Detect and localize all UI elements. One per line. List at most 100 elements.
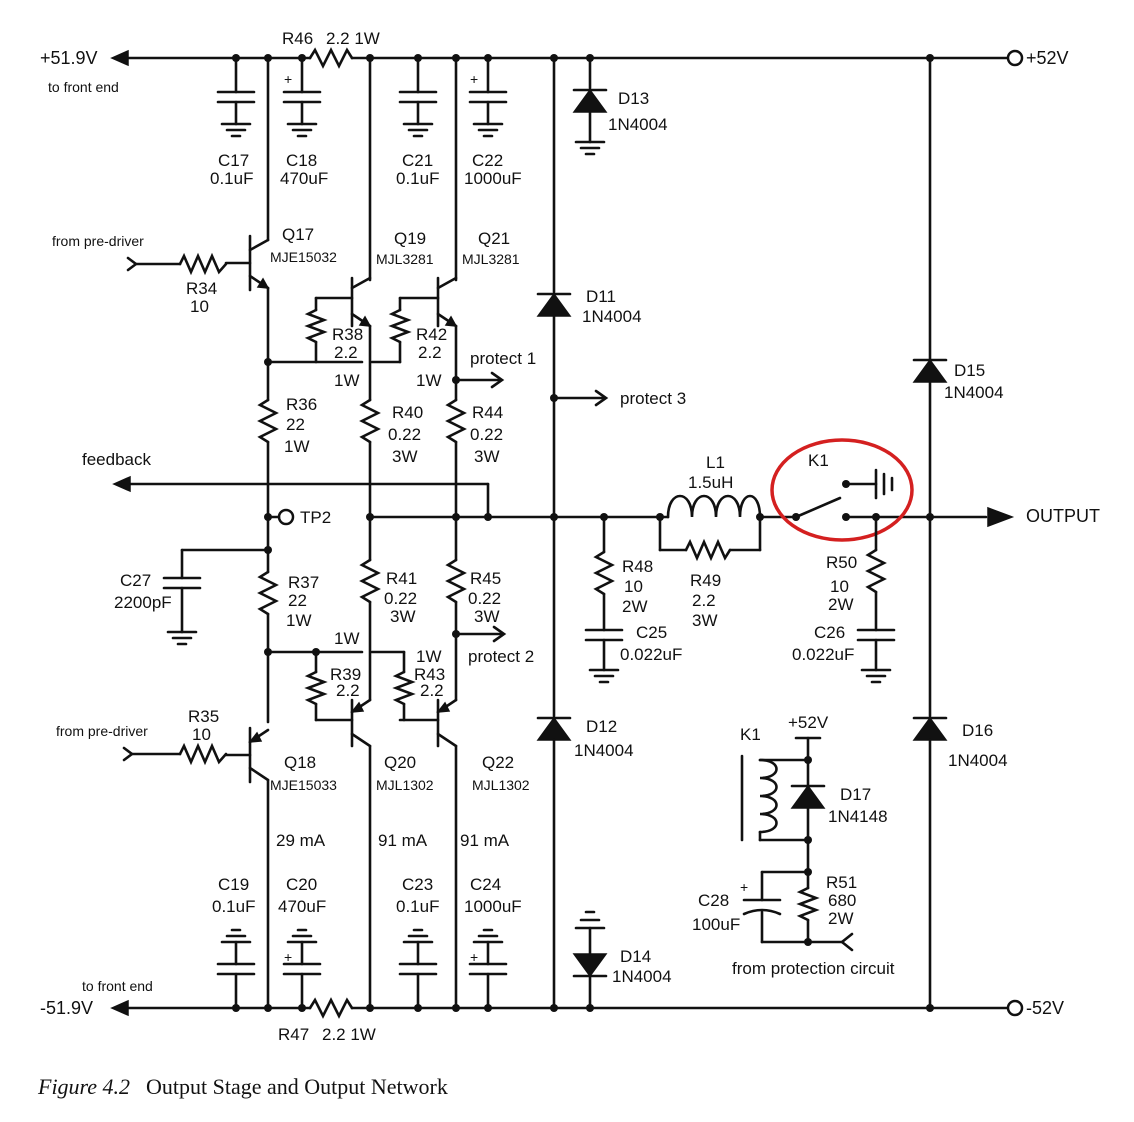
- c18-label: C18: [286, 151, 317, 170]
- figure-number: Figure 4.2: [37, 1074, 130, 1099]
- figure-title: Output Stage and Output Network: [146, 1074, 448, 1099]
- q22-label: Q22: [482, 753, 514, 772]
- r42-power: 1W: [416, 371, 442, 390]
- c22-label: C22: [472, 151, 503, 170]
- r35-label: R35: [188, 707, 219, 726]
- d15-label: D15: [954, 361, 985, 380]
- bottom-decoupling: + +: [216, 928, 508, 1012]
- c20-value: 470uF: [278, 897, 326, 916]
- neg-rail-left-label: -51.9V: [40, 998, 93, 1018]
- r41-power: 3W: [390, 607, 416, 626]
- r45-label: R45: [470, 569, 501, 588]
- r43-power: 1W: [416, 647, 442, 666]
- q22-part: MJL1302: [472, 777, 530, 793]
- d15-value: 1N4004: [944, 383, 1004, 402]
- svg-text:+: +: [470, 71, 478, 87]
- c24-value: 1000uF: [464, 897, 522, 916]
- svg-text:+: +: [284, 949, 292, 965]
- c24-label: C24: [470, 875, 501, 894]
- r40-power: 3W: [392, 447, 418, 466]
- c27-label: C27: [120, 571, 151, 590]
- q22-current: 91 mA: [460, 831, 510, 850]
- relay-coil-circuit: +: [740, 736, 854, 952]
- r34-value: 10: [190, 297, 209, 316]
- r42-value: 2.2: [418, 343, 442, 362]
- k1-coil-label: K1: [740, 725, 761, 744]
- clamp-diodes-left: [572, 54, 608, 1012]
- r50-value: 10: [830, 577, 849, 596]
- pos-rail-right-label: +52V: [1026, 48, 1069, 68]
- q17-label: Q17: [282, 225, 314, 244]
- d16-value: 1N4004: [948, 751, 1008, 770]
- r48-label: R48: [622, 557, 653, 576]
- r37-value: 22: [288, 591, 307, 610]
- neg52-terminal: [1006, 999, 1024, 1017]
- d16-label: D16: [962, 721, 993, 740]
- r34-label: R34: [186, 279, 217, 298]
- svg-text:+: +: [284, 71, 292, 87]
- r38-label: R38: [332, 325, 363, 344]
- r49-value: 2.2: [692, 591, 716, 610]
- protect3: protect 3: [620, 389, 686, 408]
- r40-value: 0.22: [388, 425, 421, 444]
- c19-label: C19: [218, 875, 249, 894]
- r36-label: R36: [286, 395, 317, 414]
- r46-value: 2.2 1W: [326, 29, 380, 48]
- svg-text:+: +: [740, 879, 748, 895]
- q18-current: 29 mA: [276, 831, 326, 850]
- r36-power: 1W: [284, 437, 310, 456]
- output-zobel: [856, 515, 896, 684]
- c27-value: 2200pF: [114, 593, 172, 612]
- r47-value: 2.2 1W: [322, 1025, 376, 1044]
- c25-value: 0.022uF: [620, 645, 682, 664]
- r48-power: 2W: [622, 597, 648, 616]
- negative-rail: [110, 997, 1010, 1019]
- q19-label: Q19: [394, 229, 426, 248]
- r45-value: 0.22: [468, 589, 501, 608]
- q17-part: MJE15032: [270, 249, 337, 265]
- r42-label: R42: [416, 325, 447, 344]
- q18-part: MJE15033: [270, 777, 337, 793]
- c22-value: 1000uF: [464, 169, 522, 188]
- protect2: protect 2: [468, 647, 534, 666]
- q21-part: MJL3281: [462, 251, 520, 267]
- r38-value: 2.2: [334, 343, 358, 362]
- r43-label: R43: [414, 665, 445, 684]
- c26-label: C26: [814, 623, 845, 642]
- q20-label: Q20: [384, 753, 416, 772]
- c18-value: 470uF: [280, 169, 328, 188]
- pos-rail-left-note: to front end: [48, 79, 119, 95]
- r39-value: 2.2: [336, 681, 360, 700]
- r40-label: R40: [392, 403, 423, 422]
- q19-part: MJL3281: [376, 251, 434, 267]
- c28-value: 100uF: [692, 915, 740, 934]
- c20-label: C20: [286, 875, 317, 894]
- r39-label: R39: [330, 665, 361, 684]
- r44-power: 3W: [474, 447, 500, 466]
- tp2-label: TP2: [300, 508, 331, 527]
- c23-label: C23: [402, 875, 433, 894]
- r45-power: 3W: [474, 607, 500, 626]
- output-inductor: [658, 494, 794, 562]
- k1-supply: +52V: [788, 713, 829, 732]
- c21-value: 0.1uF: [396, 169, 439, 188]
- neg-rail-right-label: -52V: [1026, 998, 1064, 1018]
- r47-label: R47: [278, 1025, 309, 1044]
- pos52-terminal: [1006, 49, 1024, 67]
- c26-value: 0.022uF: [792, 645, 854, 664]
- from-pre-bottom: from pre-driver: [56, 723, 148, 739]
- d14-label: D14: [620, 947, 651, 966]
- r35-value: 10: [192, 725, 211, 744]
- d11-value: 1N4004: [582, 307, 642, 326]
- neg-rail-left-note: to front end: [82, 978, 153, 994]
- clamp-diodes-center: [536, 54, 609, 1012]
- r49-power: 3W: [692, 611, 718, 630]
- output-label: OUTPUT: [1026, 506, 1100, 526]
- pos-rail-left-label: +51.9V: [40, 48, 98, 68]
- r50-label: R50: [826, 553, 857, 572]
- top-decoupling: + +: [216, 54, 508, 138]
- output-devices: [266, 54, 507, 1012]
- l1-value: 1.5uH: [688, 473, 733, 492]
- svg-text:+: +: [470, 949, 478, 965]
- r41-label: R41: [386, 569, 417, 588]
